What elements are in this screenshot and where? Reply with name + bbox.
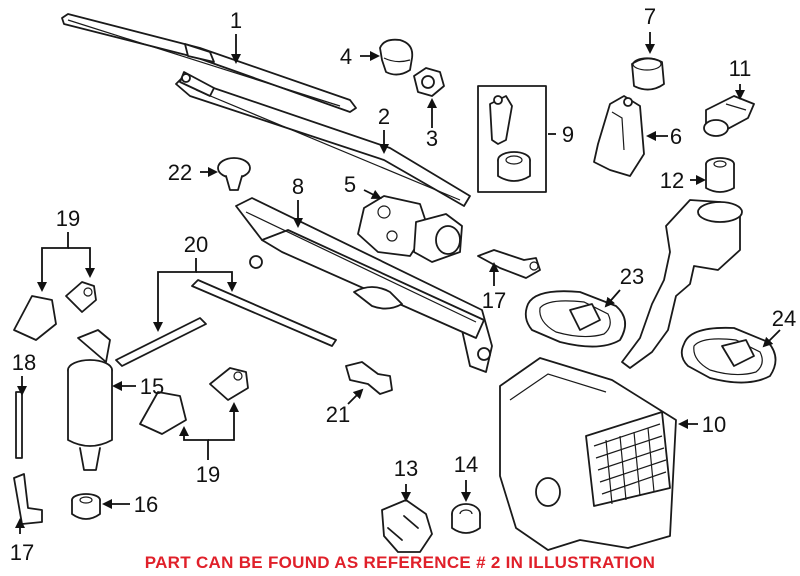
callout-16: 16 xyxy=(134,492,158,517)
leader-21 xyxy=(347,388,364,405)
part-14-grommet xyxy=(451,503,481,534)
part-16-grommet xyxy=(71,493,101,520)
part-17-elbow xyxy=(13,473,43,525)
part-13-connector xyxy=(381,499,433,553)
part-3-nut xyxy=(413,67,445,97)
callout-11: 11 xyxy=(729,56,752,81)
part-15-washer-pump xyxy=(67,329,113,471)
callout-12: 12 xyxy=(660,168,684,193)
part-12-filler-cap xyxy=(705,157,735,193)
part-19-nozzle-right xyxy=(139,367,249,435)
leader-lines xyxy=(15,32,781,534)
part-23-nozzle-cover xyxy=(524,290,626,348)
callout-17-upper: 17 xyxy=(482,288,506,313)
callout-9: 9 xyxy=(562,122,574,147)
part-17-connector-upper xyxy=(477,249,541,279)
part-21-y-connector xyxy=(345,361,393,395)
callout-17-lower: 17 xyxy=(10,540,34,565)
leader-19b-1 xyxy=(179,426,209,460)
callout-13: 13 xyxy=(394,456,418,481)
part-9-bolt-set xyxy=(477,85,547,193)
callout-2: 2 xyxy=(378,104,390,129)
callout-15: 15 xyxy=(140,374,164,399)
part-8-wiper-linkage xyxy=(235,197,493,373)
leader-20-1 xyxy=(153,258,197,332)
reference-footnote: PART CAN BE FOUND AS REFERENCE # 2 IN IL… xyxy=(145,553,656,572)
callout-21: 21 xyxy=(326,402,350,427)
leader-23 xyxy=(604,289,621,308)
callout-4: 4 xyxy=(340,44,352,69)
part-2-wiper-arm xyxy=(175,71,471,207)
leader-19a-2 xyxy=(68,247,95,278)
part-6-bracket xyxy=(593,95,645,177)
leader-19b-2 xyxy=(208,402,239,441)
callout-18: 18 xyxy=(12,350,36,375)
part-19-nozzle-left xyxy=(13,281,97,341)
callout-22: 22 xyxy=(168,160,192,185)
callout-5: 5 xyxy=(344,172,356,197)
leader-5 xyxy=(363,189,382,199)
part-20-hoses xyxy=(115,279,337,367)
leader-19a-1 xyxy=(37,232,69,292)
part-24-nozzle-cover xyxy=(680,326,777,384)
part-7-grommet xyxy=(631,57,665,91)
callout-10: 10 xyxy=(702,412,726,437)
part-4-cap xyxy=(379,38,414,76)
callout-14: 14 xyxy=(454,452,478,477)
callout-23: 23 xyxy=(620,264,644,289)
callout-19-lower: 19 xyxy=(196,462,220,487)
leader-24 xyxy=(762,329,781,348)
part-11-reservoir-cap xyxy=(703,95,755,137)
part-1-wiper-arm xyxy=(61,13,357,113)
callout-20: 20 xyxy=(184,232,208,257)
leader-20-2 xyxy=(196,271,237,292)
part-22-plug xyxy=(217,157,251,191)
callout-6: 6 xyxy=(670,124,682,149)
callout-numbers: 1 2 3 4 5 6 7 8 9 10 11 12 13 14 15 16 1… xyxy=(10,4,796,565)
part-18-strut xyxy=(15,391,23,459)
callout-19-upper: 19 xyxy=(56,206,80,231)
callout-8: 8 xyxy=(292,174,304,199)
callout-7: 7 xyxy=(644,4,656,29)
part-5-wiper-motor xyxy=(357,195,463,263)
callout-24: 24 xyxy=(772,306,796,331)
callout-1: 1 xyxy=(230,8,242,33)
callout-3: 3 xyxy=(426,126,438,151)
part-10-washer-reservoir xyxy=(499,199,743,551)
